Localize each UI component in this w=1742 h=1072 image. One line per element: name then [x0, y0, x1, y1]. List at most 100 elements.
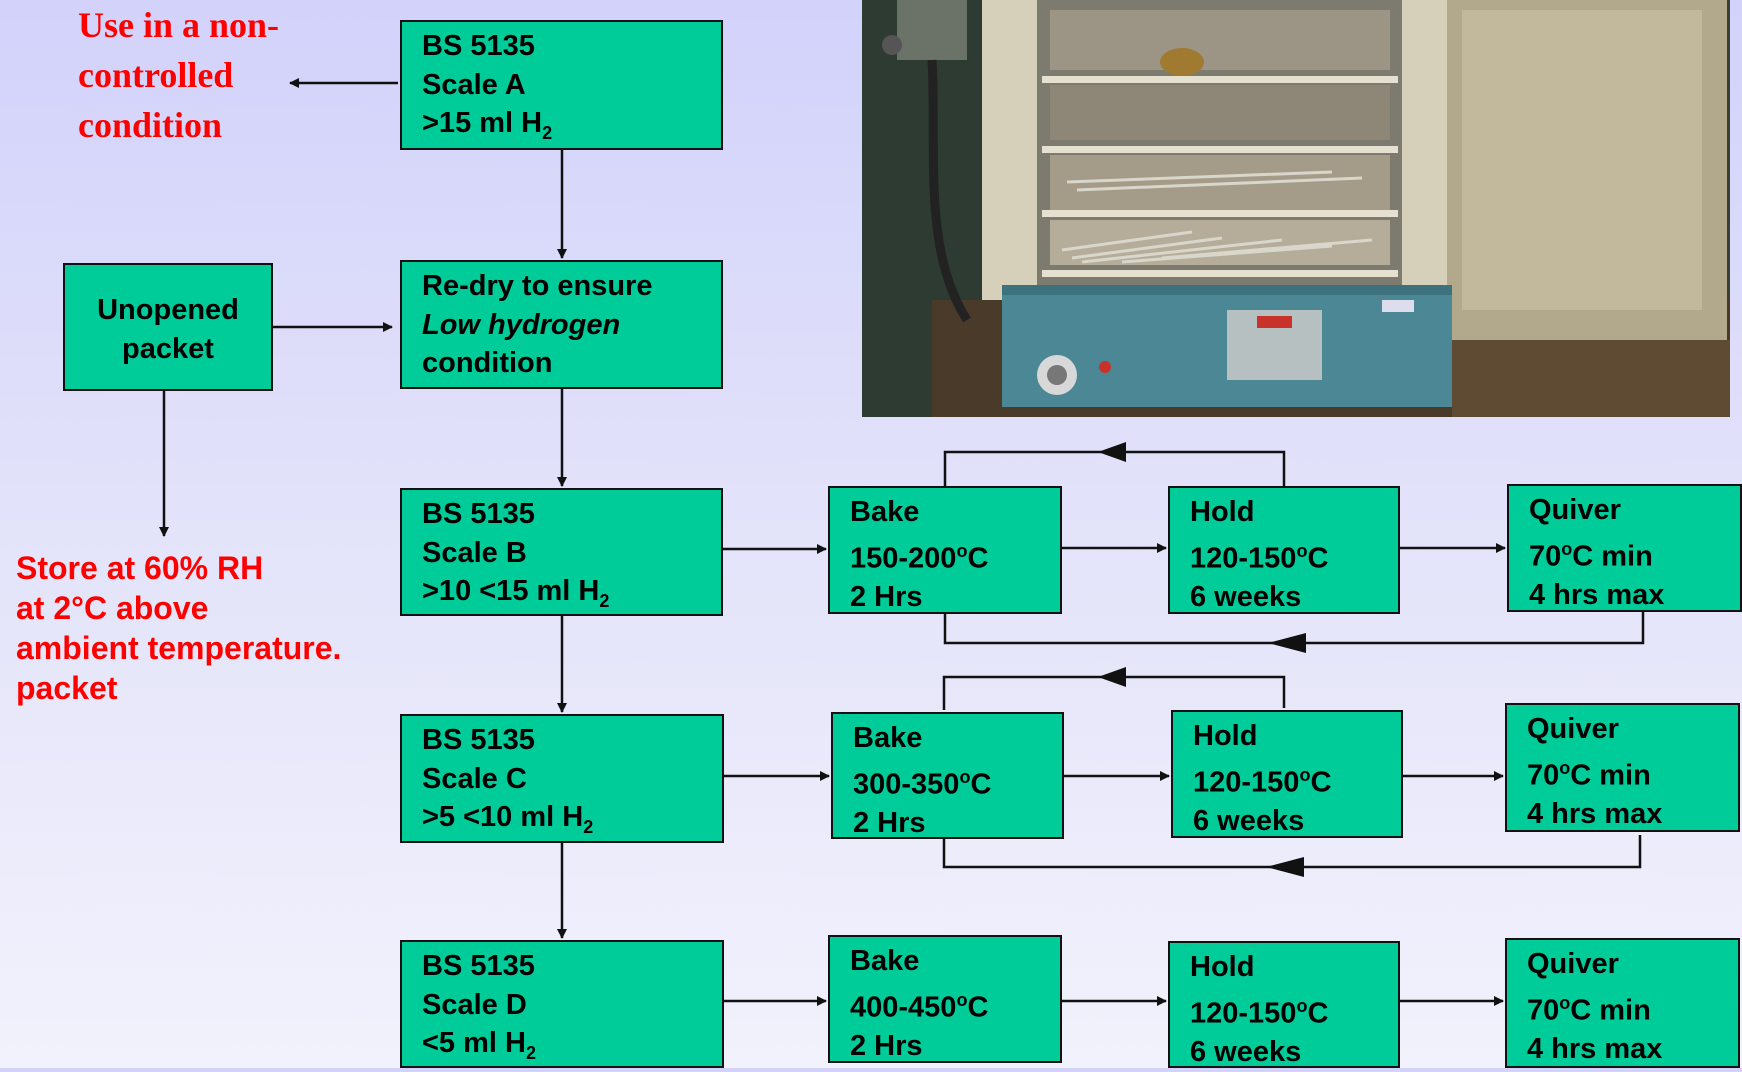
temp-unit: C: [1307, 542, 1328, 574]
scale-a-box: BS 5135 Scale A >15 ml H2: [400, 20, 723, 150]
non-controlled-note: Use in a non- controlled condition: [78, 0, 279, 150]
temp-unit: C min: [1572, 540, 1653, 572]
box-line: BS 5135: [422, 947, 722, 986]
box-line: BS 5135: [422, 721, 722, 760]
box-temperature: 120-150oC: [1190, 532, 1398, 578]
temp-value: 120-150: [1190, 997, 1296, 1029]
note-line: ambient temperature.: [16, 628, 341, 668]
box-line: >5 <10 ml H2: [422, 798, 722, 846]
box-temperature: 70oC min: [1529, 530, 1740, 576]
quiver-b-box: Quiver 70oC min 4 hrs max: [1507, 484, 1742, 612]
bake-d-box: Bake 400-450oC 2 Hrs: [828, 935, 1062, 1063]
hold-d-box: Hold 120-150oC 6 weeks: [1168, 941, 1400, 1068]
loop-arrowhead-top-c: [1098, 667, 1126, 687]
box-line: >15 ml H2: [422, 104, 721, 152]
box-duration: 4 hrs max: [1529, 576, 1740, 615]
hold-b-box: Hold 120-150oC 6 weeks: [1168, 486, 1400, 614]
loop-arrowhead-bottom-b: [1268, 633, 1306, 653]
degree-mark: o: [1561, 539, 1572, 559]
hydrogen-value: >10 <15 ml H: [422, 575, 599, 607]
box-temperature: 300-350oC: [853, 758, 1062, 804]
temp-value: 400-450: [850, 991, 956, 1023]
box-temperature: 70oC min: [1527, 984, 1738, 1030]
box-line: Scale C: [422, 760, 722, 799]
note-line: condition: [78, 100, 279, 150]
degree-mark: o: [1559, 993, 1570, 1013]
box-line: BS 5135: [422, 495, 721, 534]
bake-c-box: Bake 300-350oC 2 Hrs: [831, 712, 1064, 839]
quiver-d-box: Quiver 70oC min 4 hrs max: [1505, 938, 1740, 1068]
box-duration: 4 hrs max: [1527, 1030, 1738, 1069]
box-line: condition: [422, 344, 721, 383]
degree-mark: o: [1299, 765, 1310, 785]
redry-box: Re-dry to ensure Low hydrogen condition: [400, 260, 723, 389]
box-line: >10 <15 ml H2: [422, 572, 721, 620]
temp-unit: C: [1310, 766, 1331, 798]
note-line: Use in a non-: [78, 0, 279, 50]
unopened-packet-box: Unopened packet: [63, 263, 273, 391]
box-duration: 6 weeks: [1193, 802, 1401, 841]
subscript: 2: [526, 1043, 536, 1063]
subscript: 2: [583, 817, 593, 837]
box-temperature: 120-150oC: [1193, 756, 1401, 802]
bake-b-box: Bake 150-200oC 2 Hrs: [828, 486, 1062, 614]
box-duration: 6 weeks: [1190, 1033, 1398, 1072]
box-line: Low hydrogen: [422, 306, 721, 345]
temp-value: 70: [1529, 540, 1561, 572]
degree-mark: o: [956, 541, 967, 561]
box-line: Scale A: [422, 66, 721, 105]
box-temperature: 150-200oC: [850, 532, 1060, 578]
box-line: packet: [65, 330, 271, 369]
box-label: Hold: [1190, 948, 1398, 987]
box-duration: 4 hrs max: [1527, 795, 1738, 834]
box-temperature: 120-150oC: [1190, 987, 1398, 1033]
temp-value: 150-200: [850, 542, 956, 574]
temp-unit: C min: [1570, 759, 1651, 791]
box-duration: 2 Hrs: [853, 804, 1062, 843]
box-duration: 2 Hrs: [850, 578, 1060, 617]
box-line: Unopened: [65, 291, 271, 330]
box-temperature: 400-450oC: [850, 981, 1060, 1027]
note-line: packet: [16, 668, 341, 708]
box-line: Re-dry to ensure: [422, 267, 721, 306]
degree-mark: o: [1559, 758, 1570, 778]
box-label: Hold: [1190, 493, 1398, 532]
temp-value: 300-350: [853, 768, 959, 800]
temp-unit: C min: [1570, 994, 1651, 1026]
temp-unit: C: [1307, 997, 1328, 1029]
box-label: Bake: [850, 493, 1060, 532]
box-label: Hold: [1193, 717, 1401, 756]
note-line: controlled: [78, 50, 279, 100]
box-line: Scale D: [422, 986, 722, 1025]
storage-note: Store at 60% RH at 2°C above ambient tem…: [16, 548, 341, 708]
box-line: <5 ml H2: [422, 1024, 722, 1072]
box-label: Quiver: [1527, 710, 1738, 749]
box-line: BS 5135: [422, 27, 721, 66]
degree-mark: o: [1296, 541, 1307, 561]
box-label: Bake: [850, 942, 1060, 981]
temp-value: 70: [1527, 994, 1559, 1026]
scale-b-box: BS 5135 Scale B >10 <15 ml H2: [400, 488, 723, 616]
scale-d-box: BS 5135 Scale D <5 ml H2: [400, 940, 724, 1068]
degree-mark: o: [959, 767, 970, 787]
hydrogen-value: >15 ml H: [422, 107, 542, 139]
subscript: 2: [542, 123, 552, 143]
hydrogen-value: >5 <10 ml H: [422, 801, 583, 833]
note-line: at 2°C above: [16, 588, 341, 628]
subscript: 2: [599, 591, 609, 611]
temp-value: 70: [1527, 759, 1559, 791]
hydrogen-value: <5 ml H: [422, 1027, 526, 1059]
oven-photo: [862, 0, 1730, 417]
temp-unit: C: [970, 768, 991, 800]
temp-unit: C: [967, 991, 988, 1023]
temp-value: 120-150: [1193, 766, 1299, 798]
box-label: Bake: [853, 719, 1062, 758]
note-line: Store at 60% RH: [16, 548, 341, 588]
hold-c-box: Hold 120-150oC 6 weeks: [1171, 710, 1403, 838]
box-duration: 2 Hrs: [850, 1027, 1060, 1066]
box-temperature: 70oC min: [1527, 749, 1738, 795]
temp-value: 120-150: [1190, 542, 1296, 574]
quiver-c-box: Quiver 70oC min 4 hrs max: [1505, 703, 1740, 832]
box-label: Quiver: [1529, 491, 1740, 530]
box-line: Scale B: [422, 534, 721, 573]
